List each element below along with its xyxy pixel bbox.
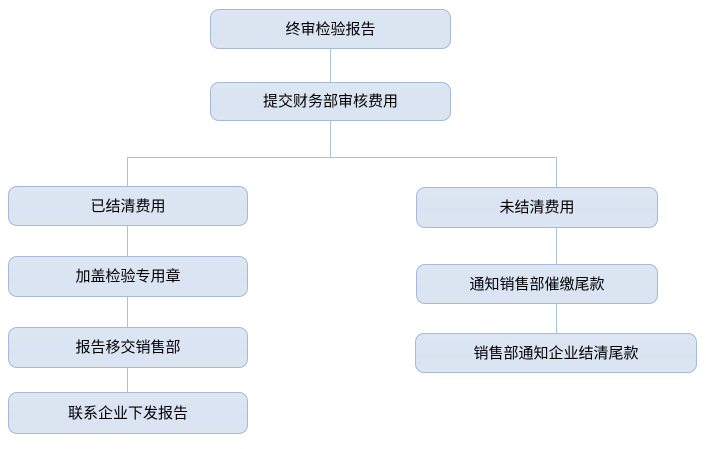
node-label: 加盖检验专用章 [75,268,181,285]
connector-line [330,121,331,157]
node-label: 已结清费用 [90,197,166,215]
connector-line [330,49,331,82]
connector-line [127,157,557,158]
node-label: 销售部通知企业结清尾款 [473,344,639,362]
connector-line [556,304,557,333]
connector-line [127,297,128,327]
node-label: 通知销售部催缴尾款 [469,275,605,293]
connector-line [127,157,128,186]
node-label: 提交财务部审核费用 [262,93,398,110]
connector-line [127,368,128,392]
node-fees-settled: 已结清费用 [8,186,248,226]
node-label: 终审检验报告 [285,20,376,38]
node-label: 未结清费用 [499,199,575,216]
node-stamp-inspection-seal: 加盖检验专用章 [8,256,248,297]
node-final-inspection-report: 终审检验报告 [210,9,451,49]
node-fees-unsettled: 未结清费用 [416,187,658,228]
connector-line [556,228,557,264]
connector-line [556,157,557,187]
node-label: 报告移交销售部 [75,339,181,356]
node-notify-sales-collect: 通知销售部催缴尾款 [416,264,658,304]
node-submit-finance-review: 提交财务部审核费用 [210,82,451,121]
node-label: 联系企业下发报告 [67,404,188,422]
connector-line [127,226,128,256]
node-contact-enterprise-issue: 联系企业下发报告 [8,392,248,434]
node-report-to-sales-dept: 报告移交销售部 [8,327,248,368]
node-sales-notify-enterprise: 销售部通知企业结清尾款 [415,333,697,373]
